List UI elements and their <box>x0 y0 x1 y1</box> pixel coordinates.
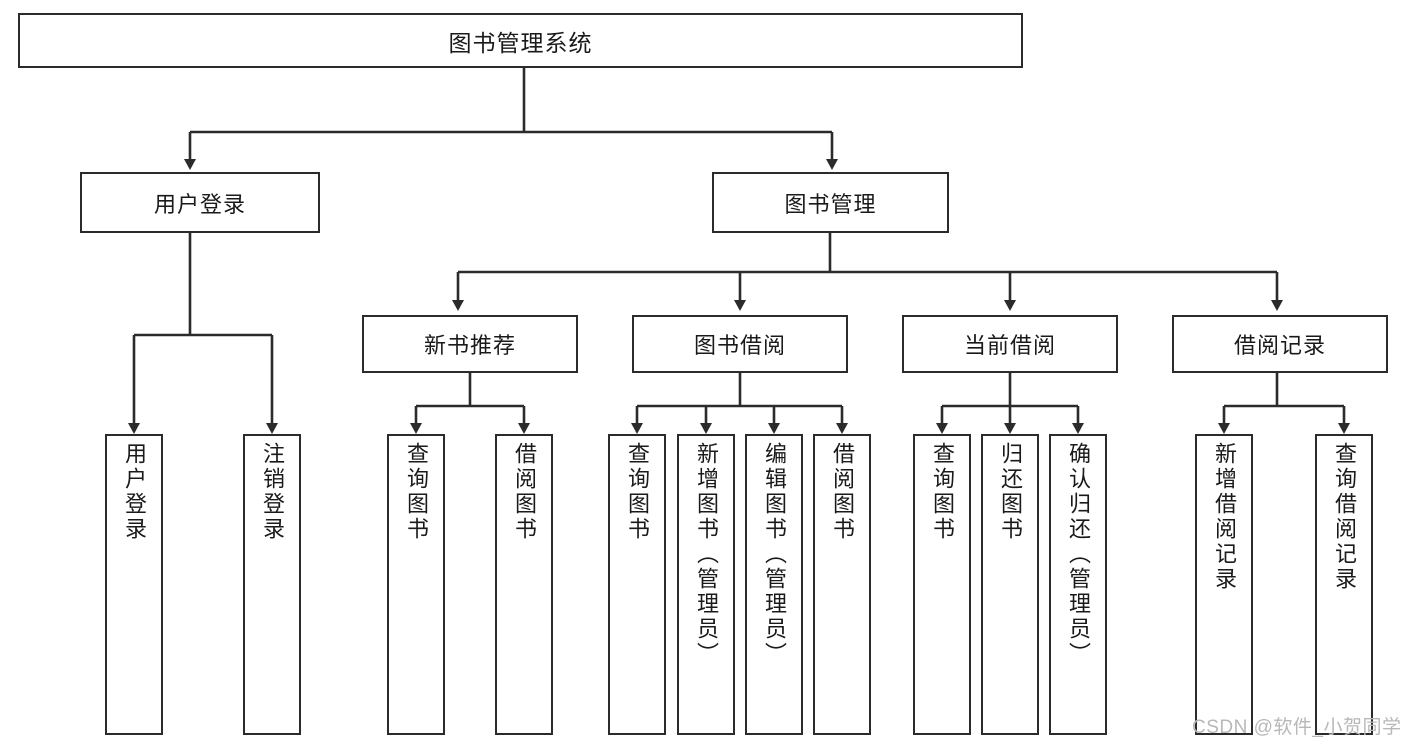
node-leaf-query-book-2-label: 查询图书 <box>625 442 650 542</box>
node-borrow-record[interactable]: 借阅记录 <box>1172 315 1388 373</box>
node-root[interactable]: 图书管理系统 <box>18 13 1023 68</box>
node-book-manage[interactable]: 图书管理 <box>712 172 949 233</box>
node-leaf-query-book-1-label: 查询图书 <box>404 442 429 542</box>
node-borrow-record-label: 借阅记录 <box>1233 333 1326 358</box>
node-current-borrow-label: 当前借阅 <box>963 333 1056 358</box>
node-book-borrow-label: 图书借阅 <box>693 333 786 358</box>
node-root-label: 图书管理系统 <box>448 29 593 56</box>
node-leaf-query-book-3[interactable]: 查询图书 <box>913 434 971 735</box>
node-book-manage-label: 图书管理 <box>784 191 877 217</box>
node-leaf-logout-login-label: 注销登录 <box>260 442 285 542</box>
node-user-login[interactable]: 用户登录 <box>80 172 320 233</box>
node-leaf-add-book-label: 新增图书（管理员） <box>694 442 719 667</box>
node-current-borrow[interactable]: 当前借阅 <box>902 315 1118 373</box>
node-leaf-borrow-book-1-label: 借阅图书 <box>512 442 537 542</box>
node-leaf-query-book-3-label: 查询图书 <box>930 442 955 542</box>
node-user-login-label: 用户登录 <box>153 191 246 217</box>
node-leaf-add-record[interactable]: 新增借阅记录 <box>1195 434 1253 735</box>
node-leaf-query-record-label: 查询借阅记录 <box>1332 442 1357 592</box>
node-leaf-query-book-1[interactable]: 查询图书 <box>387 434 445 735</box>
node-leaf-query-book-2[interactable]: 查询图书 <box>608 434 666 735</box>
node-new-book-recommend-label: 新书推荐 <box>423 333 516 358</box>
node-new-book-recommend[interactable]: 新书推荐 <box>362 315 578 373</box>
node-leaf-query-record[interactable]: 查询借阅记录 <box>1315 434 1373 735</box>
node-leaf-borrow-book-2[interactable]: 借阅图书 <box>813 434 871 735</box>
node-leaf-edit-book-label: 编辑图书（管理员） <box>762 442 787 667</box>
node-leaf-borrow-book-2-label: 借阅图书 <box>830 442 855 542</box>
watermark-text: CSDN @软件_小贺同学 <box>1192 717 1402 738</box>
node-leaf-return-book[interactable]: 归还图书 <box>981 434 1039 735</box>
node-leaf-confirm-return[interactable]: 确认归还（管理员） <box>1049 434 1107 735</box>
node-leaf-edit-book[interactable]: 编辑图书（管理员） <box>745 434 803 735</box>
node-leaf-confirm-return-label: 确认归还（管理员） <box>1066 442 1091 667</box>
node-leaf-return-book-label: 归还图书 <box>998 442 1023 542</box>
node-leaf-user-login[interactable]: 用户登录 <box>105 434 163 735</box>
node-leaf-borrow-book-1[interactable]: 借阅图书 <box>495 434 553 735</box>
node-leaf-add-record-label: 新增借阅记录 <box>1212 442 1237 592</box>
node-leaf-add-book[interactable]: 新增图书（管理员） <box>677 434 735 735</box>
node-book-borrow[interactable]: 图书借阅 <box>632 315 848 373</box>
node-leaf-user-login-label: 用户登录 <box>122 442 147 542</box>
node-leaf-logout-login[interactable]: 注销登录 <box>243 434 301 735</box>
